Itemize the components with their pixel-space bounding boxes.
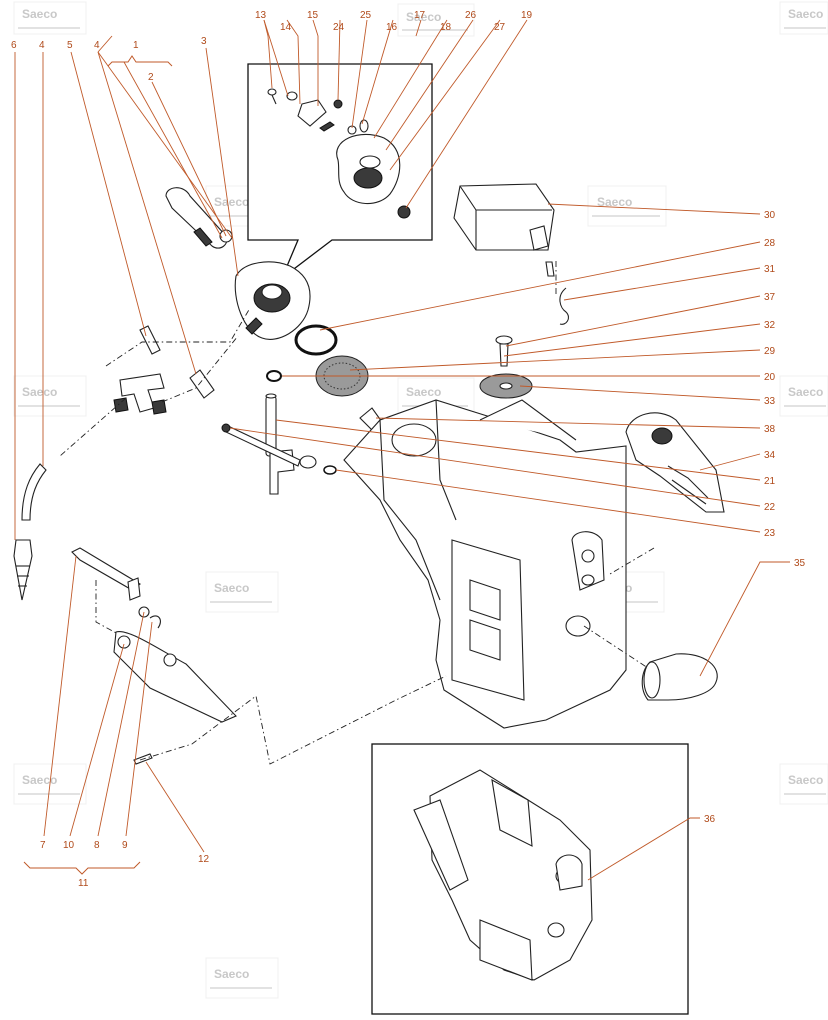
callout-30: 30	[764, 210, 776, 221]
callout-4: 4	[94, 40, 100, 51]
svg-text:Saeco: Saeco	[22, 773, 57, 787]
saeco-watermark: Saeco	[13, 375, 87, 417]
saeco-watermark: Saeco	[13, 1, 87, 35]
callout-15: 15	[307, 10, 319, 21]
part-support-bracket	[625, 412, 725, 513]
part-screw	[495, 335, 513, 367]
callout-22: 22	[764, 502, 776, 513]
callout-17: 17	[414, 10, 426, 21]
callout-12: 12	[198, 854, 210, 865]
part-lever-assembly	[71, 547, 237, 723]
assembly-lines	[59, 258, 655, 765]
saeco-watermark: Saeco	[587, 185, 667, 227]
part-main-frame	[343, 399, 627, 729]
callout-18: 18	[440, 22, 452, 33]
part-valve-body	[234, 261, 311, 340]
callout-38: 38	[764, 424, 776, 435]
callout-33: 33	[764, 396, 776, 407]
part-t-connector	[113, 373, 167, 415]
callout-5: 5	[67, 40, 73, 51]
callout-14: 14	[280, 22, 292, 33]
callout-4: 4	[39, 40, 45, 51]
svg-text:Saeco: Saeco	[22, 385, 57, 399]
callout-1: 1	[133, 40, 139, 51]
callout-19: 19	[521, 10, 533, 21]
callout-numbers: 13 14 15 24 25 16 17 26 18 27 19 6 4 5 4…	[11, 10, 806, 889]
saeco-watermark: Saeco	[205, 957, 279, 999]
svg-text:Saeco: Saeco	[22, 7, 57, 21]
callout-6: 6	[11, 40, 17, 51]
callout-31: 31	[764, 264, 776, 275]
inset-assembly	[413, 769, 593, 981]
svg-text:Saeco: Saeco	[406, 385, 441, 399]
part-small-ring	[266, 370, 282, 382]
svg-text:Saeco: Saeco	[597, 195, 632, 209]
callout-13: 13	[255, 10, 267, 21]
svg-text:Saeco: Saeco	[214, 581, 249, 595]
saeco-watermark: Saeco	[779, 375, 828, 417]
callout-26: 26	[465, 10, 477, 21]
callout-27: 27	[494, 22, 506, 33]
callout-3: 3	[201, 36, 207, 47]
svg-text:Saeco: Saeco	[406, 10, 441, 24]
svg-text:Saeco: Saeco	[214, 967, 249, 981]
callout-36: 36	[704, 814, 716, 825]
callout-28: 28	[764, 238, 776, 249]
callout-21: 21	[764, 476, 776, 487]
leader-lines	[14, 19, 790, 881]
callout-25: 25	[360, 10, 372, 21]
callout-32: 32	[764, 320, 776, 331]
callout-23: 23	[764, 528, 776, 539]
part-knob	[165, 187, 233, 249]
callout-24: 24	[333, 22, 345, 33]
callout-35: 35	[794, 558, 806, 569]
callout-2: 2	[148, 72, 154, 83]
part-disc	[479, 373, 533, 399]
callout-8: 8	[94, 840, 100, 851]
callout-7: 7	[40, 840, 46, 851]
saeco-watermark: Saeco	[779, 1, 828, 35]
part-tube	[13, 463, 47, 601]
callout-16: 16	[386, 22, 398, 33]
parts	[13, 183, 725, 765]
part-o-ring	[294, 324, 338, 356]
svg-text:Saeco: Saeco	[788, 7, 823, 21]
part-hopper	[453, 183, 555, 277]
inset-box	[371, 743, 689, 1015]
saeco-watermark: Saeco	[205, 571, 279, 613]
callout-29: 29	[764, 346, 776, 357]
detail-callout-box	[247, 63, 433, 280]
part-hook	[559, 287, 569, 325]
svg-text:Saeco: Saeco	[214, 195, 249, 209]
part-push-button	[641, 653, 718, 701]
callout-37: 37	[764, 292, 776, 303]
callout-34: 34	[764, 450, 776, 461]
callout-20: 20	[764, 372, 776, 383]
detail-valve-assembly	[267, 88, 411, 219]
callout-11: 11	[78, 878, 89, 889]
callout-9: 9	[122, 840, 128, 851]
svg-text:Saeco: Saeco	[788, 773, 823, 787]
saeco-watermark: Saeco	[779, 763, 828, 805]
saeco-watermark: Saeco	[397, 3, 475, 37]
part-pin-assembly	[221, 393, 337, 495]
callout-10: 10	[63, 840, 75, 851]
svg-text:Saeco: Saeco	[788, 385, 823, 399]
